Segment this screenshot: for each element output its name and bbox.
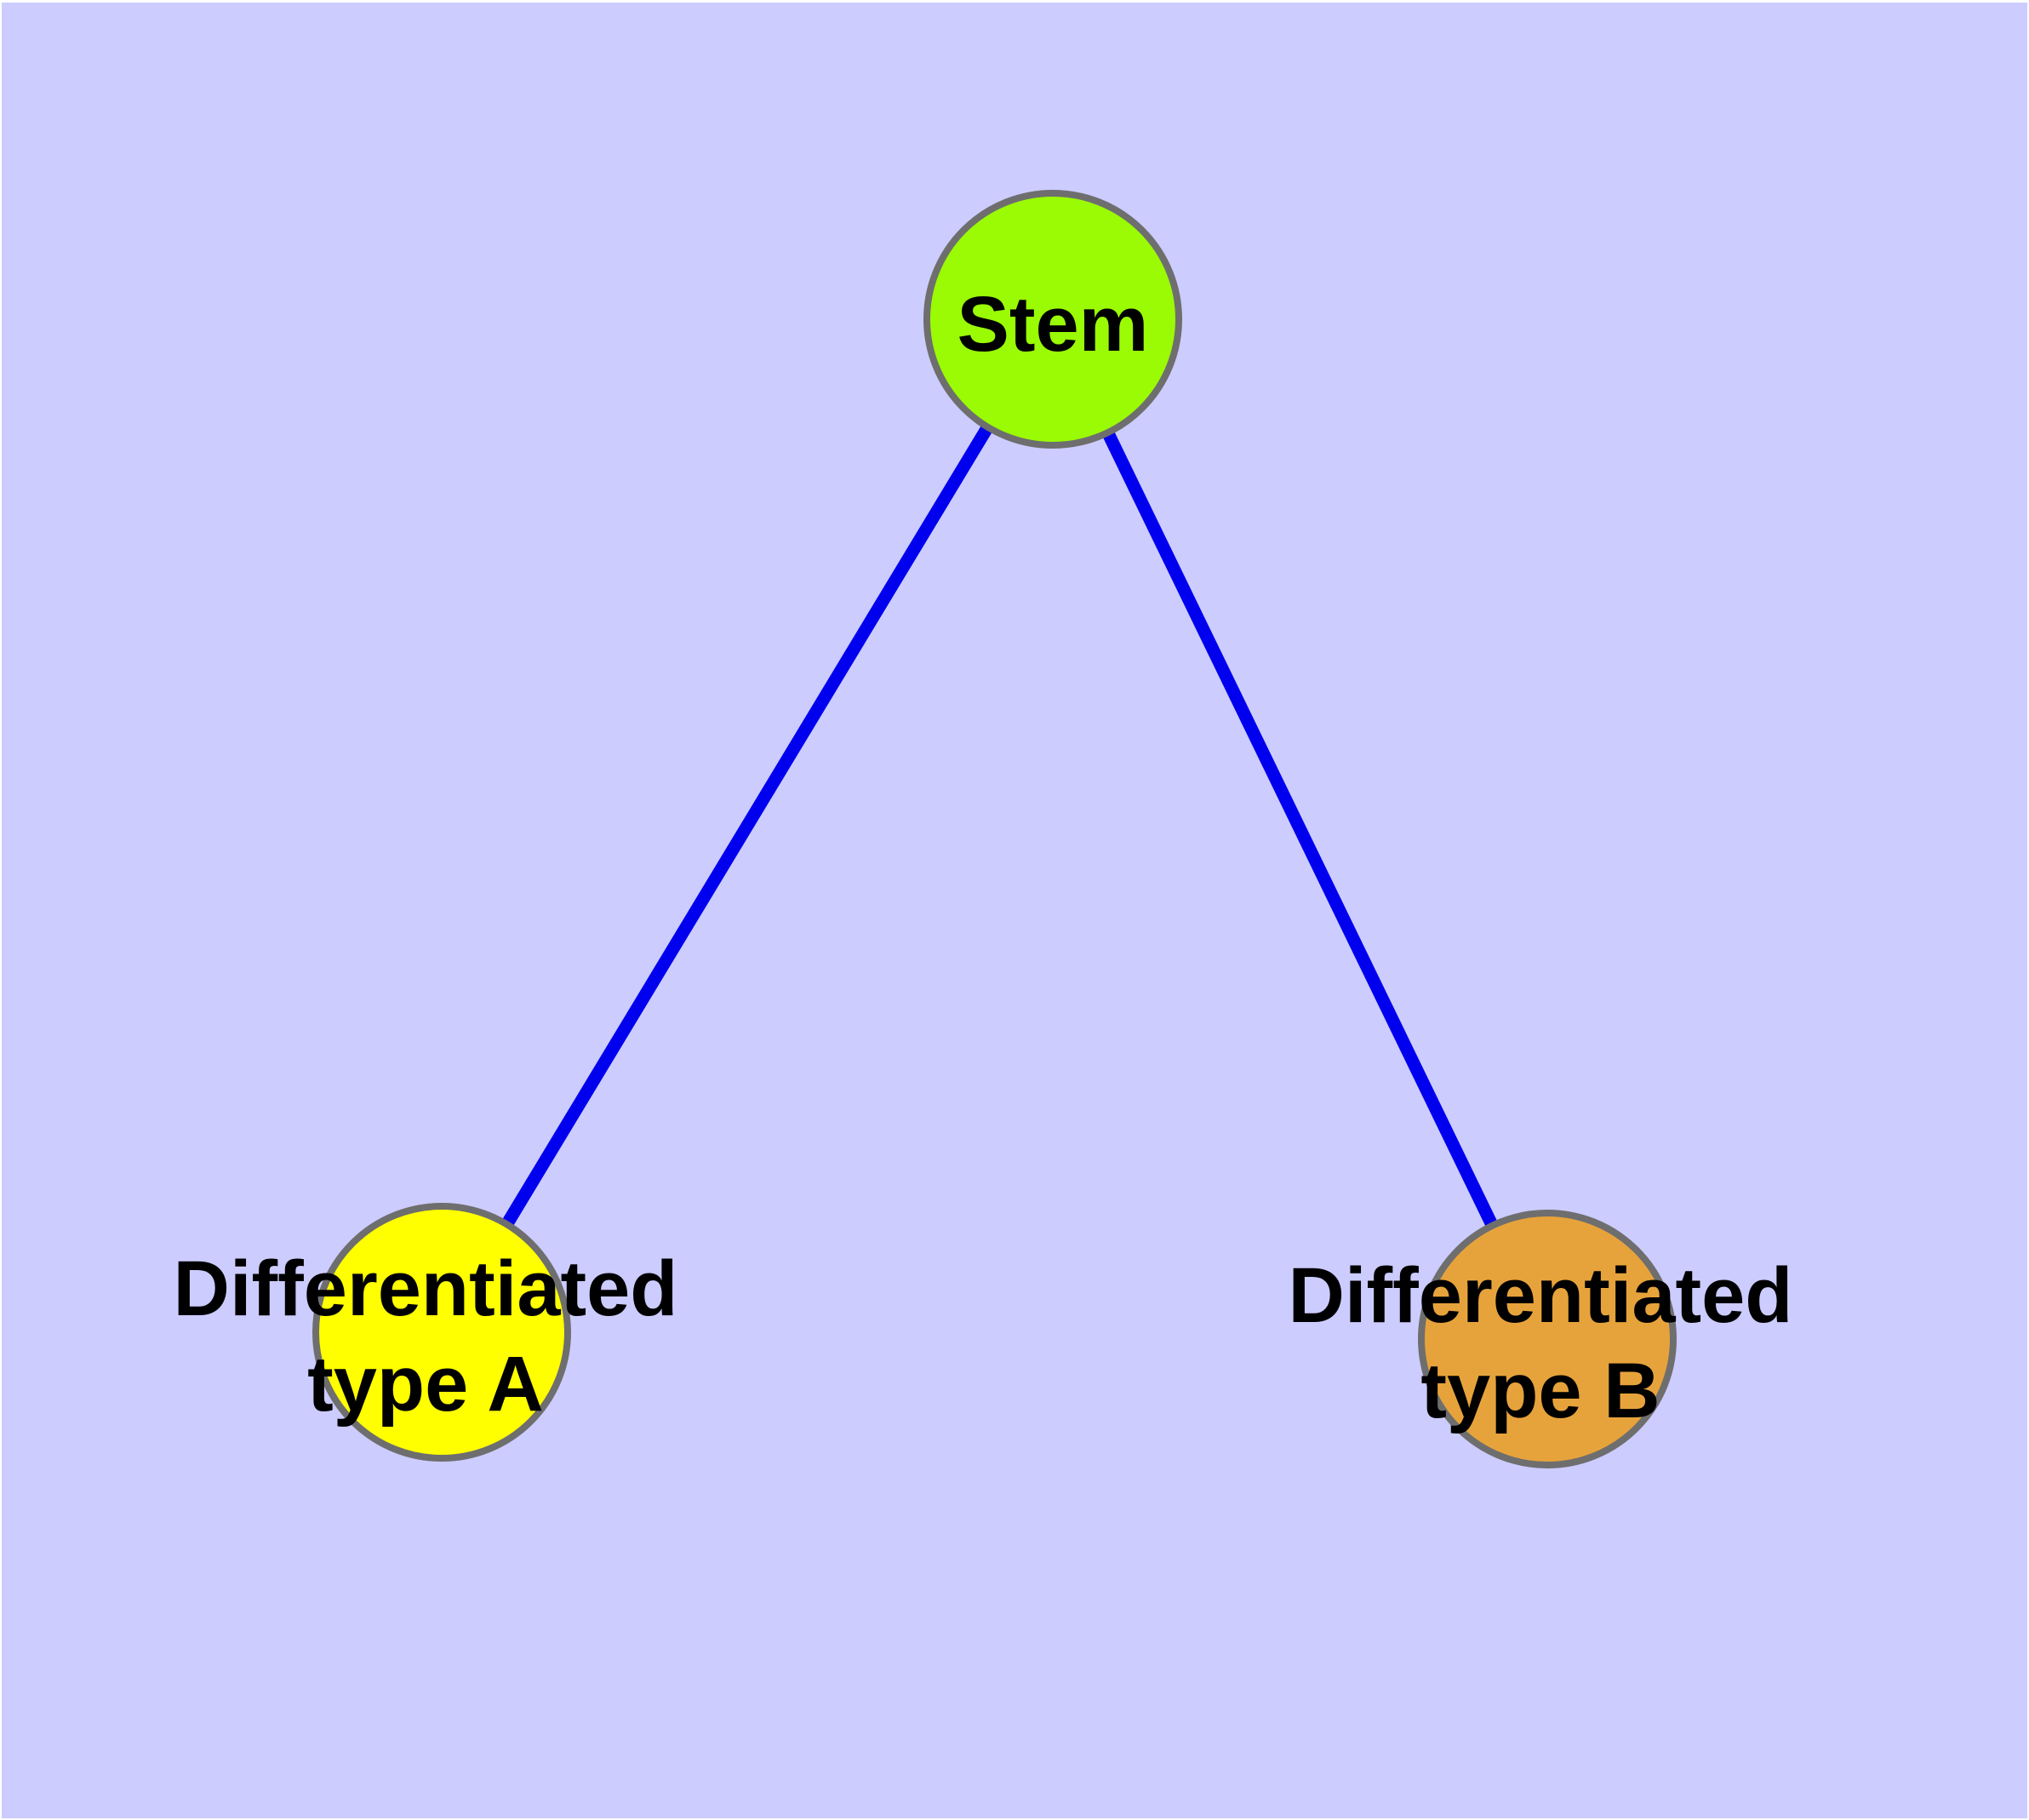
node-differentiated-type-b [1418,1210,1677,1468]
node-type-b-label-line1: Differentiated [1289,1252,1793,1339]
node-stem-label: Stem [957,281,1149,368]
node-differentiated-type-a [312,1203,571,1462]
node-type-a-label-line2: type A [307,1341,544,1428]
edge-stem-to-type-a [436,316,1059,1336]
node-stem [923,190,1182,449]
node-type-b-label-line2: type B [1420,1348,1660,1434]
edge-stem-to-type-b [1047,316,1553,1342]
node-type-a-label-line1: Differentiated [174,1245,678,1332]
